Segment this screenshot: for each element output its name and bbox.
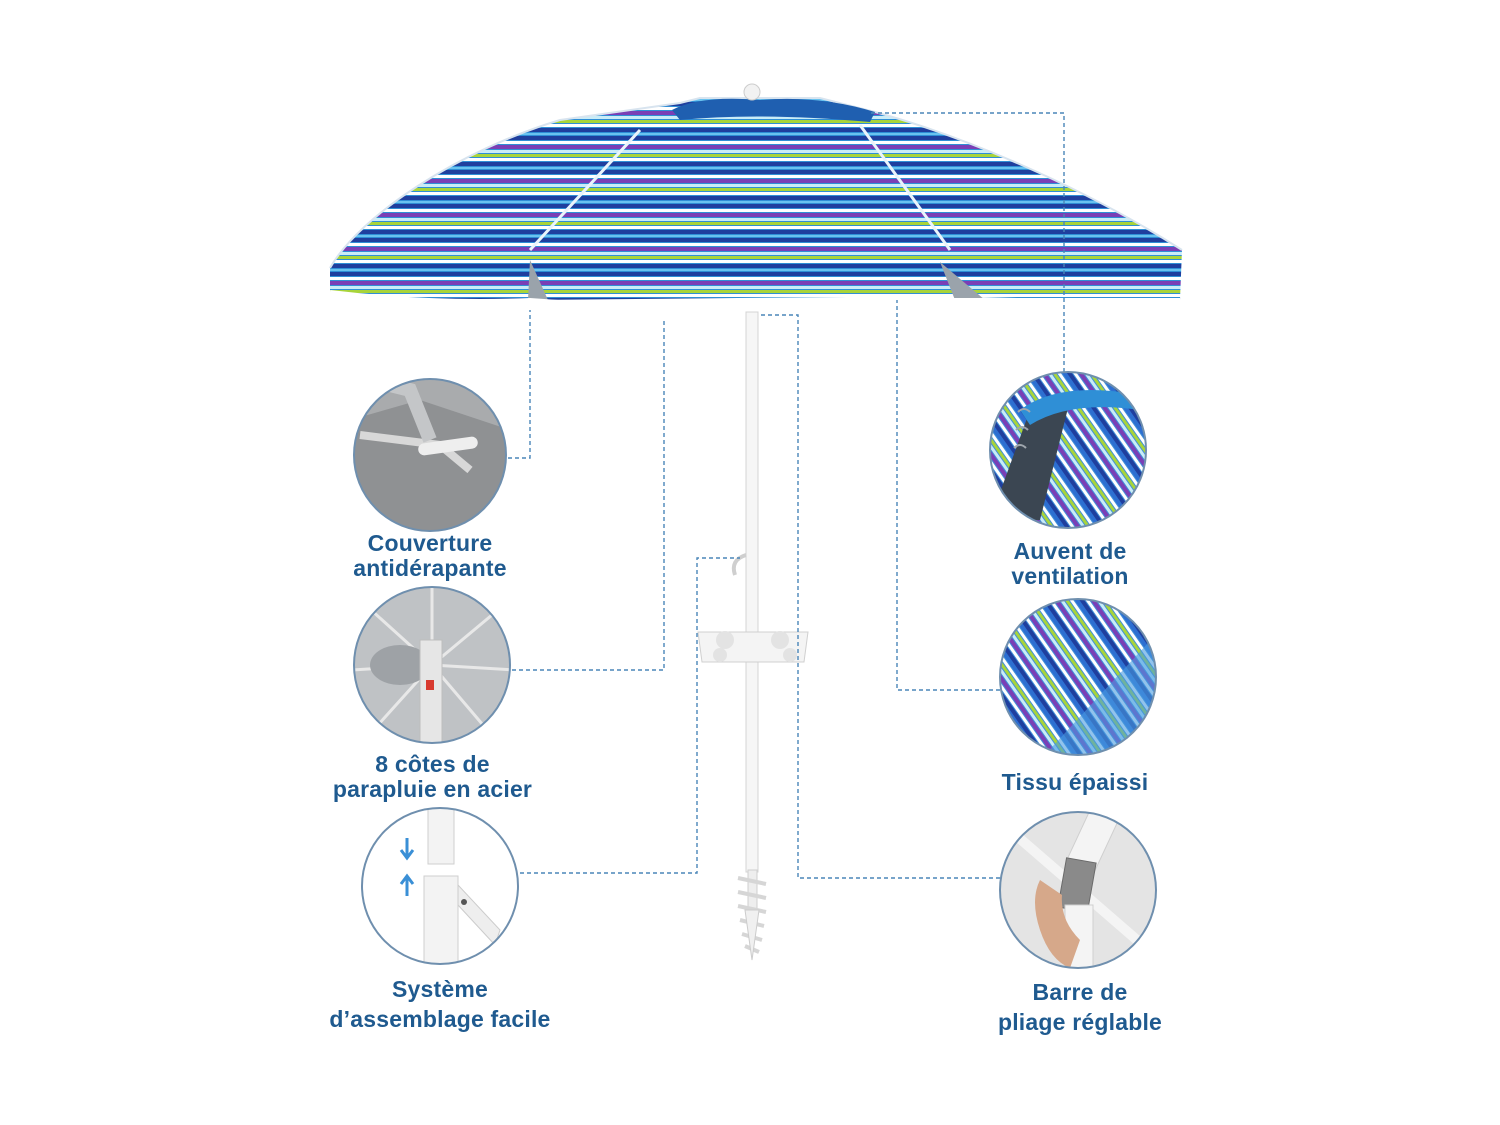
label-fabric: Tissu épaissi [1001,769,1149,795]
leader-line-cover [508,310,531,459]
leader-line-vent [868,112,1065,372]
leader-line-assembly [520,557,740,874]
label-cover: Couverture antidérapante [353,530,507,581]
label-vent: Auvent de ventilation [1011,538,1129,589]
umbrella-canopy [329,83,1183,310]
umbrella-pole [697,311,809,961]
leader-line-tilt [760,314,1000,879]
tilt-lever-detail-icon [999,811,1157,969]
ribs-detail-icon [353,586,511,744]
leader-line-ribs [512,318,665,671]
label-assembly: Système d’assemblage facile [329,976,551,1032]
cover-detail-icon [353,378,507,532]
fabric-detail-icon [999,598,1157,756]
leader-line-fabric [896,300,1000,691]
label-ribs: 8 côtes de parapluie en acier [332,751,533,802]
label-tilt: Barre de pliage réglable [997,979,1163,1035]
vent-detail-icon [989,371,1147,529]
pole-joint-detail-icon [361,807,519,965]
leader-lines [508,112,1065,879]
